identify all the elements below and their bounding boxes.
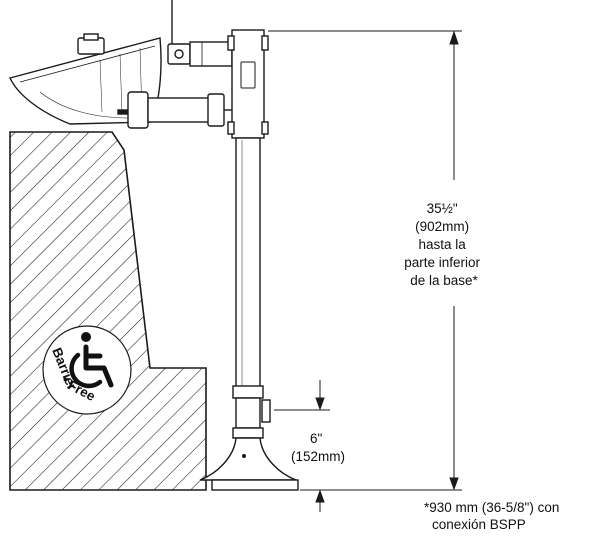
- barrier-free-badge: Barrier • Free: [42, 325, 132, 415]
- height-line-3: hasta la: [418, 237, 466, 252]
- height-line-5: de la base*: [410, 273, 478, 288]
- height-label: 35½" (902mm) hasta la parte inferior de …: [404, 201, 484, 288]
- dimension-base: [274, 380, 330, 512]
- upper-connection: [167, 41, 233, 67]
- footnote-line-2: conexión BSPP: [432, 517, 526, 532]
- footnote: *930 mm (36-5/8") con conexión BSPP: [424, 500, 563, 532]
- base-height-label: 6" (152mm): [291, 431, 345, 464]
- height-line-2: (902mm): [415, 219, 469, 234]
- base-line-2: (152mm): [291, 449, 345, 464]
- wall-hatched: [9, 131, 207, 491]
- height-line-1: 35½": [427, 201, 458, 216]
- base-line-1: 6": [310, 431, 323, 446]
- height-line-4: parte inferior: [404, 255, 480, 270]
- badge-separator: •: [63, 372, 68, 387]
- wheelchair-icon: [69, 332, 114, 389]
- eyewash-bowl: [9, 33, 162, 125]
- pedestal-base: [199, 437, 299, 491]
- dimension-height: [268, 30, 462, 491]
- pedestal-column: [232, 137, 271, 439]
- footnote-line-1: *930 mm (36-5/8") con: [424, 500, 559, 515]
- lower-connection: [127, 91, 232, 129]
- column-head: [227, 29, 269, 139]
